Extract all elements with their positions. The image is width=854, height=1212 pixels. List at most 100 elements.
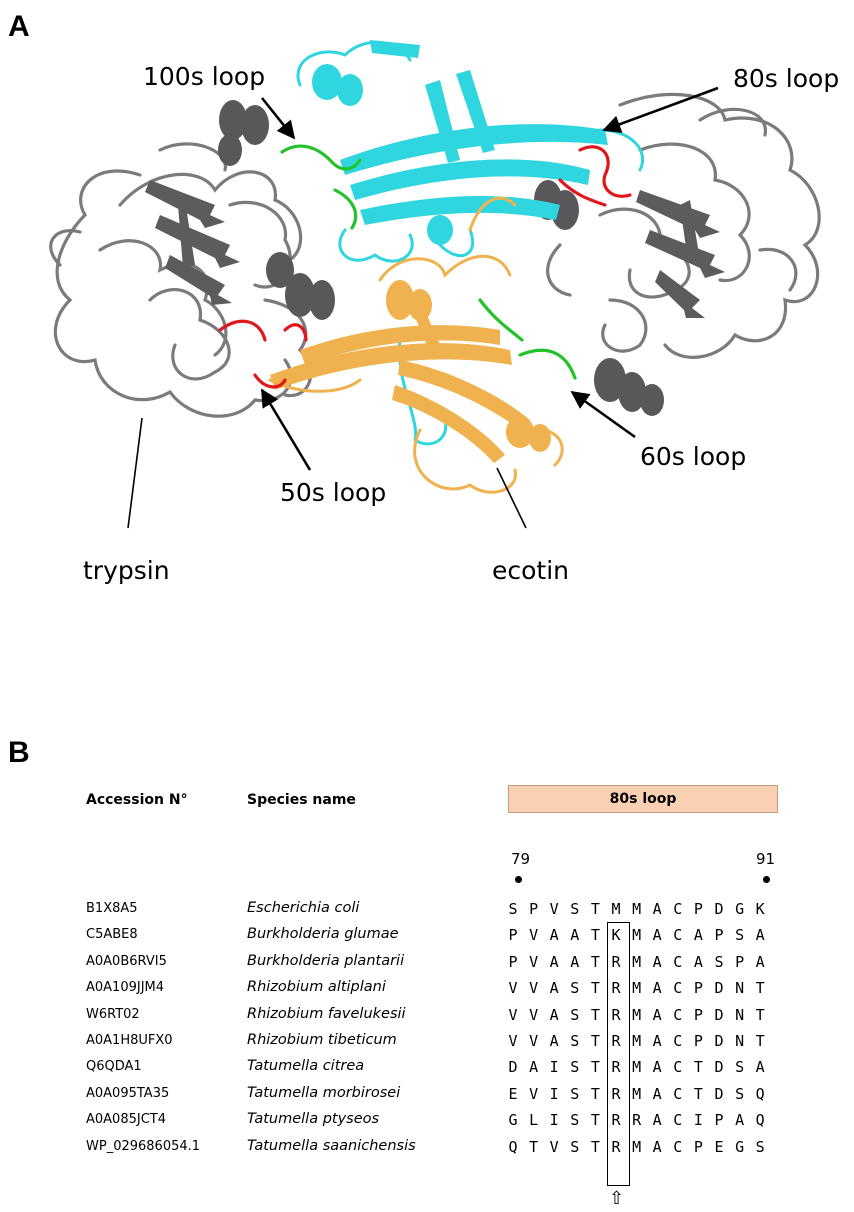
- residue-cell: I: [549, 1084, 559, 1103]
- callout-100s-loop: 100s loop: [143, 62, 266, 91]
- residue-cell: P: [693, 1137, 703, 1156]
- residue-cell: A: [693, 952, 703, 971]
- residue-cell: S: [508, 900, 518, 918]
- callout-80s-loop: 80s loop: [733, 64, 840, 93]
- residue-cell: A: [652, 1111, 662, 1130]
- residue-cell: N: [735, 979, 745, 998]
- species-cell: Rhizobium altiplani: [247, 979, 386, 996]
- residue-cell: V: [529, 1005, 539, 1024]
- residue-cell: R: [611, 1058, 621, 1077]
- residue-cell: R: [611, 1005, 621, 1024]
- residue-cell: G: [735, 900, 745, 918]
- residue-cell: V: [549, 900, 559, 918]
- residue-cell: T: [590, 1058, 600, 1077]
- residue-cell: D: [714, 1084, 724, 1103]
- residue-cell: A: [549, 1005, 559, 1024]
- residue-cell: P: [693, 1032, 703, 1050]
- residue-cell: T: [755, 1032, 765, 1050]
- header-80s-loop: 80s loop: [508, 785, 778, 813]
- accession-cell: A0A109JJM4: [86, 980, 165, 996]
- residue-cell: D: [714, 979, 724, 998]
- species-cell: Tatumella saanichensis: [247, 1137, 416, 1154]
- residue-cell: A: [652, 1032, 662, 1050]
- residue-cell: A: [549, 952, 559, 971]
- label-trypsin: trypsin: [83, 556, 170, 585]
- loop-segments: [218, 144, 632, 389]
- residue-cell: S: [735, 926, 745, 945]
- residue-cell: A: [549, 926, 559, 945]
- residue-cell: T: [693, 1058, 703, 1077]
- residue-cell: D: [714, 900, 724, 918]
- residue-cell: A: [652, 1084, 662, 1103]
- residue-cell: V: [508, 1005, 518, 1024]
- residue-cell: A: [570, 952, 580, 971]
- accession-cell: W6RT02: [86, 1006, 140, 1022]
- label-ecotin: ecotin: [492, 556, 570, 585]
- residue-cell: D: [714, 1058, 724, 1077]
- residue-cell: I: [693, 1111, 703, 1130]
- residue-cell: A: [755, 926, 765, 945]
- residue-cell: L: [529, 1111, 539, 1130]
- header-species: Species name: [247, 792, 356, 808]
- residue-cell: A: [693, 926, 703, 945]
- residue-cell: R: [611, 952, 621, 971]
- residue-cell: M: [611, 900, 621, 918]
- residue-cell: P: [693, 979, 703, 998]
- residue-cell: N: [735, 1032, 745, 1050]
- residue-cell: R: [611, 979, 621, 998]
- residue-cell: C: [673, 1137, 683, 1156]
- residue-cell: M: [632, 926, 642, 945]
- residue-cell: K: [755, 900, 765, 918]
- residue-cell: P: [693, 900, 703, 918]
- species-cell: Escherichia coli: [247, 900, 360, 916]
- residue-cell: T: [590, 979, 600, 998]
- residue-cell: A: [652, 952, 662, 971]
- position-start: 79: [511, 850, 531, 868]
- panel-b-alignment: B Accession N° Species name 80s loop 79 …: [0, 730, 854, 1212]
- trypsin-left: [49, 142, 313, 418]
- species-cell: Tatumella ptyseos: [247, 1111, 380, 1128]
- residue-cell: S: [570, 1111, 580, 1130]
- residue-cell: S: [570, 1005, 580, 1024]
- name-leader-lines: [127, 417, 527, 529]
- residue-cell: V: [529, 926, 539, 945]
- trypsin-left-helices: [218, 100, 335, 320]
- residue-cell: G: [735, 1137, 745, 1156]
- accession-cell: A0A095TA35: [86, 1085, 170, 1101]
- residue-cell: P: [693, 1005, 703, 1024]
- residue-cell: I: [549, 1111, 559, 1130]
- position-end-dot: [763, 876, 770, 883]
- residue-cell: I: [549, 1058, 559, 1077]
- residue-cell: A: [652, 1137, 662, 1156]
- residue-cell: V: [508, 979, 518, 998]
- residue-cell: S: [570, 1137, 580, 1156]
- accession-cell: A0A1H8UFX0: [86, 1033, 173, 1048]
- residue-cell: S: [570, 979, 580, 998]
- residue-cell: A: [652, 1058, 662, 1077]
- residue-cell: V: [549, 1137, 559, 1156]
- residue-cell: P: [508, 926, 518, 945]
- trypsin-right-sheets: [636, 190, 725, 318]
- ecotin-chain-cyan: [296, 40, 644, 446]
- residue-cell: M: [632, 1005, 642, 1024]
- accession-cell: C5ABE8: [86, 927, 138, 943]
- residue-cell: C: [673, 1058, 683, 1077]
- residue-cell: M: [632, 900, 642, 918]
- residue-cell: A: [755, 952, 765, 971]
- residue-cell: V: [508, 1032, 518, 1050]
- residue-cell: T: [590, 926, 600, 945]
- accession-cell: WP_029686054.1: [86, 1138, 201, 1154]
- accession-cell: B1X8A5: [86, 901, 138, 916]
- residue-cell: C: [673, 1111, 683, 1130]
- residue-cell: A: [652, 900, 662, 918]
- panel-b-label: B: [8, 736, 30, 769]
- residue-cell: D: [714, 1005, 724, 1024]
- species-cell: Tatumella morbirosei: [247, 1084, 401, 1101]
